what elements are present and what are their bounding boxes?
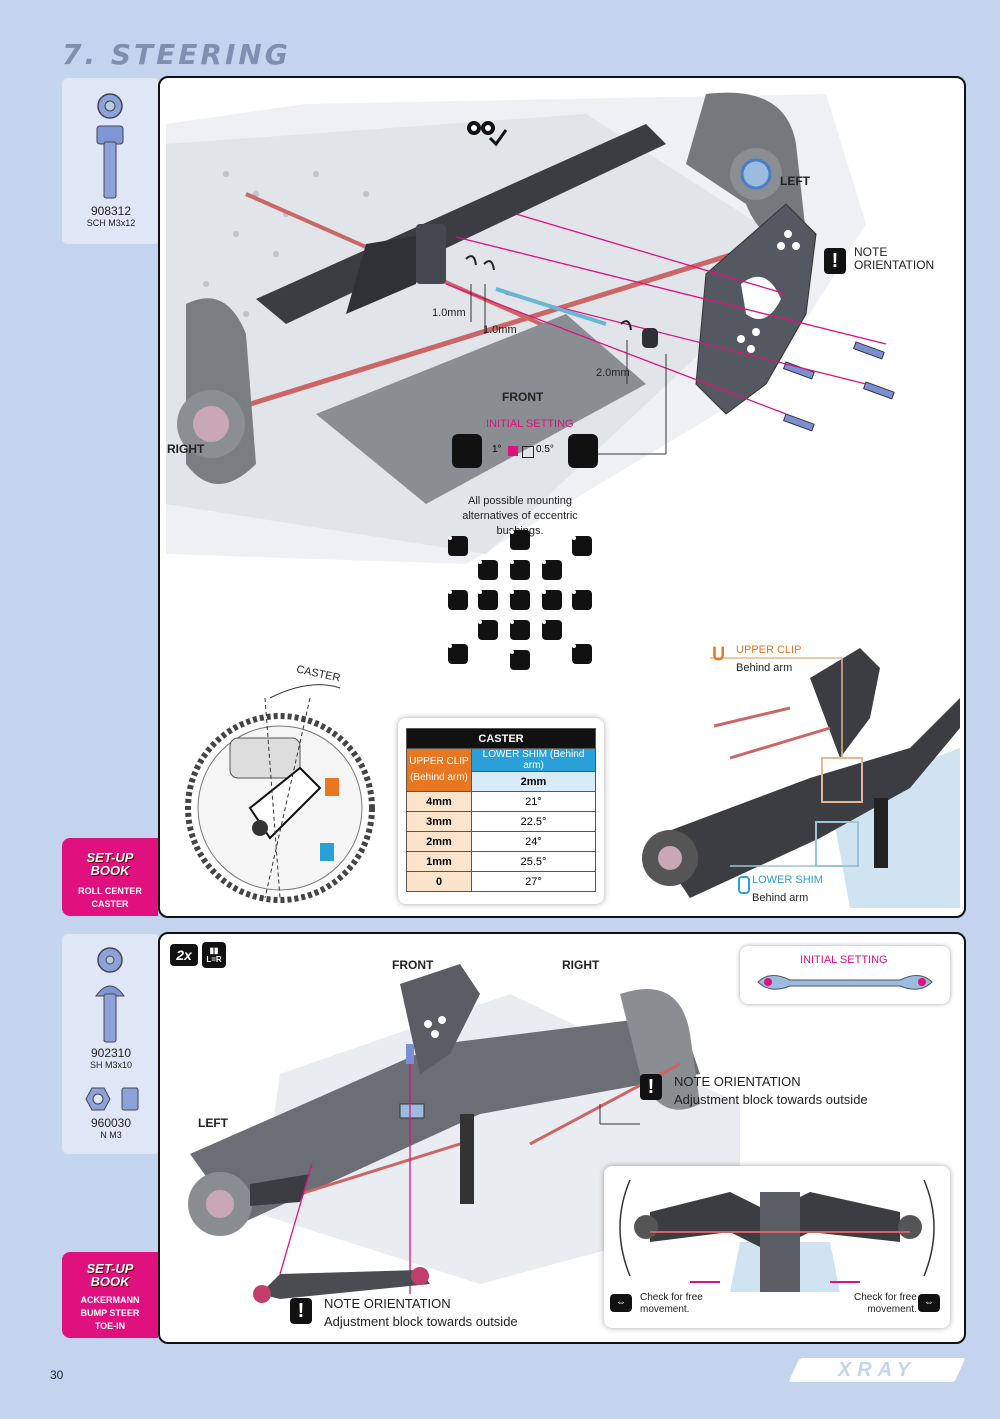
- front-label: FRONT: [392, 958, 434, 972]
- setup-topics: ROLL CENTER CASTER: [78, 886, 142, 909]
- right-label: RIGHT: [562, 958, 600, 972]
- left-right-badge: ▮▮ L=R: [202, 942, 226, 968]
- warning-icon: !: [824, 248, 846, 274]
- check-movement-left: Check for free movement.: [640, 1292, 703, 1315]
- brand-text: XRAY: [837, 1359, 917, 1381]
- setup-book-label: SET-UP BOOK: [86, 850, 134, 878]
- upper-clip-label: UPPER CLIP: [736, 644, 802, 656]
- part-desc: SCH M3x12: [86, 218, 136, 228]
- warning-icon: !: [640, 1074, 662, 1100]
- step-panel-caster: LEFT RIGHT FRONT ! NOTE ORIENTATION 1.0m…: [158, 76, 966, 918]
- link-plate-icon: [757, 975, 933, 990]
- note-orientation-sub: Adjustment block towards outside: [324, 1314, 518, 1329]
- shim-label-3: 2.0mm: [596, 367, 630, 379]
- quantity-badge: 2x: [170, 944, 198, 966]
- screw-icon: [95, 947, 125, 1043]
- left-label: LEFT: [780, 174, 810, 188]
- check-movement-right: Check for free movement.: [854, 1292, 917, 1315]
- part-desc: SH M3x10: [89, 1060, 133, 1070]
- movement-icon: ⇔: [918, 1294, 940, 1312]
- angle-2: 0.5°: [536, 444, 554, 455]
- initial-setting-label: INITIAL SETTING: [800, 954, 888, 966]
- note-orientation: NOTE ORIENTATION: [854, 245, 935, 272]
- shim-label-1: 1.0mm: [432, 307, 466, 319]
- pink-square: [508, 446, 518, 456]
- movement-icon: ⇔: [610, 1294, 632, 1312]
- check-movement-card: ⇔ Check for free movement. Check for fre…: [604, 1166, 950, 1328]
- bushing-right: [568, 434, 598, 468]
- setup-book-badge[interactable]: SET-UP BOOK ACKERMANN BUMP STEER TOE-IN: [62, 1252, 158, 1338]
- part-card: 908312 SCH M3x12: [62, 78, 160, 244]
- page-number: 30: [50, 1368, 64, 1382]
- part-desc: N M3: [100, 1130, 122, 1140]
- chassis-illustration: [166, 92, 895, 564]
- bushing-left: [452, 434, 482, 468]
- front-label: FRONT: [502, 390, 544, 404]
- upper-clip-sub: Behind arm: [736, 662, 793, 674]
- alternatives-caption: All possible mounting alternatives of ec…: [462, 495, 578, 537]
- check-movement-illustration: [619, 1179, 935, 1292]
- lower-shim-label: LOWER SHIM: [752, 874, 823, 886]
- setup-book-badge[interactable]: SET-UP BOOK ROLL CENTER CASTER: [62, 838, 158, 916]
- clip-shim-illustration: [642, 648, 960, 908]
- table-title: CASTER: [406, 728, 596, 749]
- nut-icon: [85, 1087, 139, 1111]
- caster-table-card: CASTER UPPER CLIP (Behind arm) LOWER SHI…: [398, 718, 604, 904]
- initial-setting-label: INITIAL SETTING: [486, 418, 574, 430]
- caster-table: CASTER UPPER CLIP (Behind arm) LOWER SHI…: [406, 728, 596, 892]
- shim-label-2: 1.0mm: [483, 324, 517, 336]
- caster-illustration: [185, 684, 375, 903]
- header-lower-shim: LOWER SHIM (Behind arm): [471, 748, 596, 772]
- step-panel-steering-links: 2x ▮▮ L=R FRONT RIGHT LEFT INITIAL SETTI…: [158, 932, 966, 1344]
- front-assembly-illustration: [188, 964, 740, 1303]
- part-card: 902310 SH M3x10 960030 N M3: [62, 934, 160, 1154]
- part-code: 960030: [90, 1116, 132, 1130]
- lower-shim-icon: [738, 876, 750, 894]
- setup-topics: ACKERMANN BUMP STEER TOE-IN: [80, 1295, 140, 1331]
- screw-icon: [96, 93, 124, 199]
- upper-clip-icon: ᑌ: [712, 644, 726, 664]
- left-label: LEFT: [198, 1116, 228, 1130]
- part-code: 902310: [90, 1046, 132, 1060]
- brand-logo: XRAY: [788, 1358, 966, 1382]
- initial-setting-card: INITIAL SETTING: [740, 946, 950, 1004]
- lr-label: L=R: [206, 955, 222, 964]
- white-square: [522, 446, 534, 458]
- initial-setting-diagram: INITIAL SETTING 1° 0.5°: [452, 416, 602, 472]
- lower-shim-sub: Behind arm: [752, 892, 809, 904]
- header-lower-shim-size: 2mm: [471, 771, 596, 792]
- note-orientation-title: NOTE ORIENTATION: [674, 1074, 801, 1089]
- warning-icon: !: [290, 1298, 312, 1324]
- note-orientation-sub: Adjustment block towards outside: [674, 1092, 868, 1107]
- page-title: 7. STEERING: [62, 38, 291, 71]
- header-upper-clip: UPPER CLIP (Behind arm): [406, 748, 472, 792]
- part-code: 908312: [90, 204, 132, 218]
- right-label: RIGHT: [167, 442, 205, 456]
- tool-icon: [467, 121, 508, 147]
- setup-book-label: SET-UP BOOK: [86, 1261, 134, 1289]
- note-orientation-title: NOTE ORIENTATION: [324, 1296, 451, 1311]
- bushing-grid: [448, 530, 598, 680]
- angle-1: 1°: [492, 444, 502, 455]
